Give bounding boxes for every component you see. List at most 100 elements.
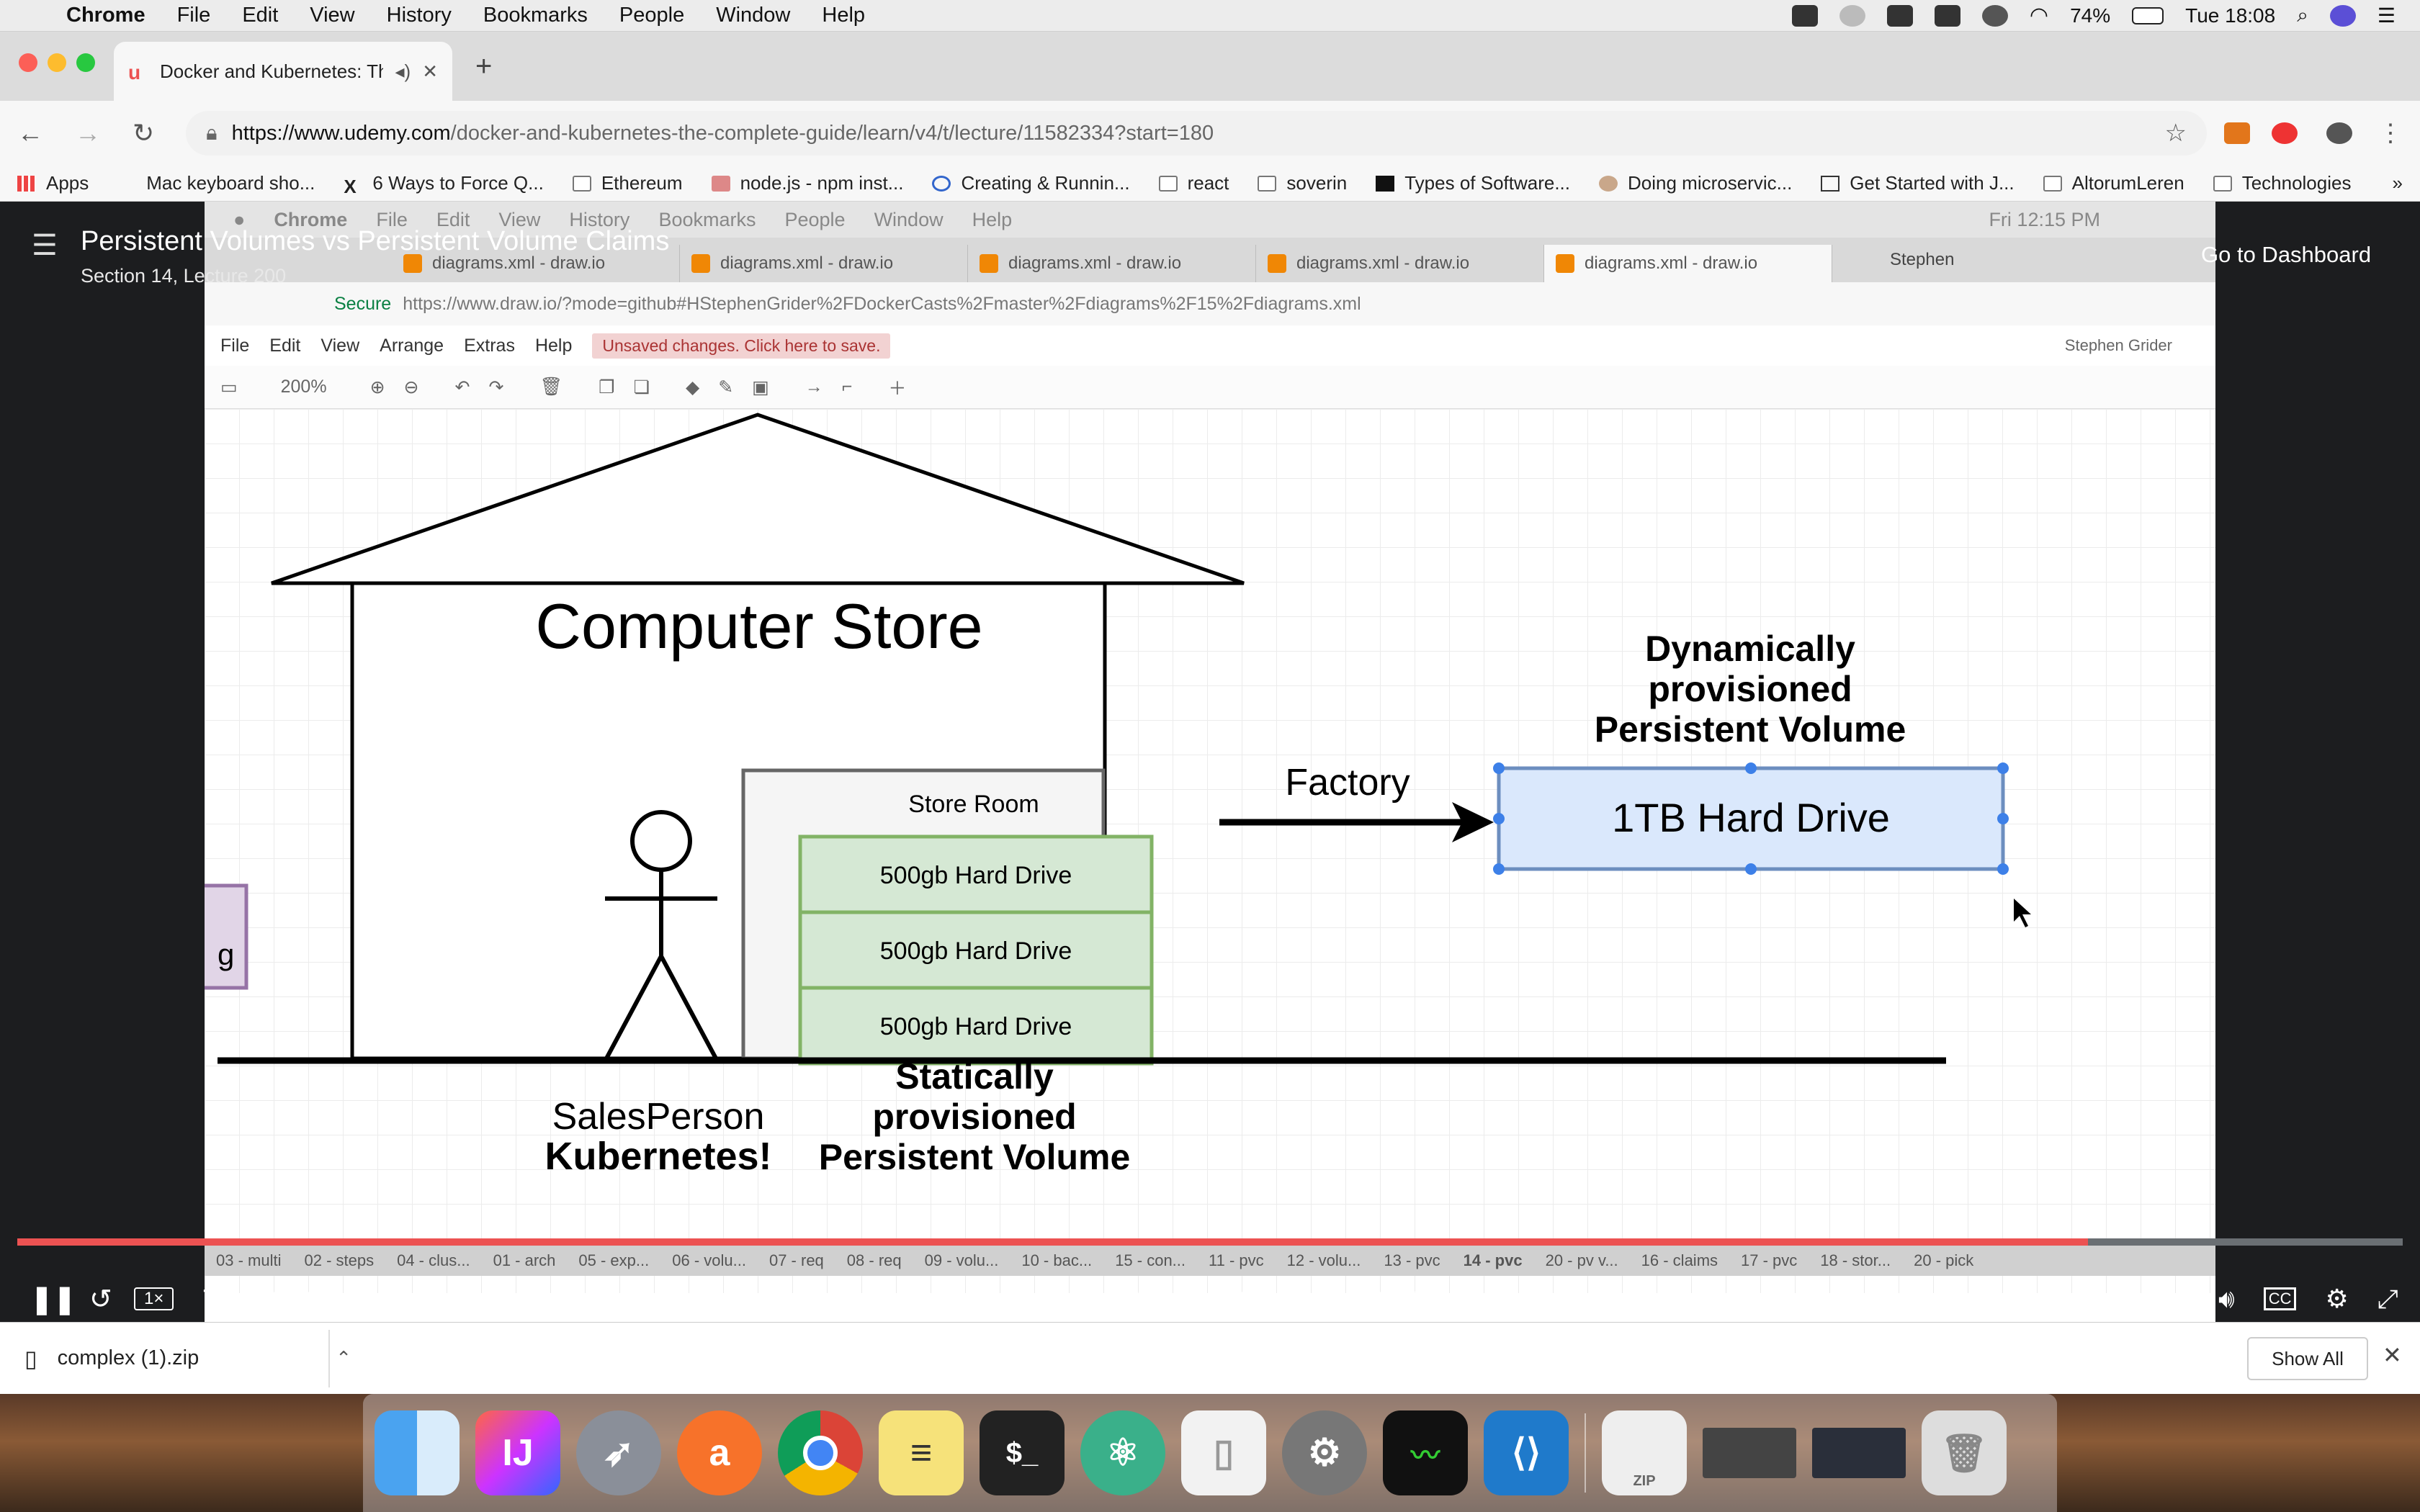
- avast-icon[interactable]: a: [677, 1410, 762, 1495]
- bookmark-folder[interactable]: react: [1158, 172, 1229, 194]
- menu-bookmarks[interactable]: Bookmarks: [483, 4, 588, 27]
- minimize-window-button[interactable]: [48, 53, 66, 72]
- bookmark-item[interactable]: Mac keyboard sho...: [117, 172, 315, 194]
- go-to-dashboard-link[interactable]: Go to Dashboard: [2201, 242, 2372, 267]
- forward-button[interactable]: ↻: [202, 1284, 225, 1315]
- captions-icon[interactable]: CC: [2263, 1287, 2297, 1310]
- intellij-icon[interactable]: IJ: [475, 1410, 560, 1495]
- forward-button[interactable]: →: [75, 118, 101, 148]
- playback-speed-button[interactable]: 1×: [134, 1287, 174, 1310]
- video-menu-item: History: [569, 208, 630, 230]
- spotlight-icon[interactable]: ⌕: [2297, 4, 2308, 26]
- bookmark-star-icon[interactable]: ☆: [2164, 120, 2187, 147]
- battery-icon[interactable]: [2132, 6, 2164, 24]
- menu-edit[interactable]: Edit: [242, 4, 279, 27]
- menu-view[interactable]: View: [310, 4, 355, 27]
- pause-button[interactable]: ❚❚: [30, 1284, 76, 1315]
- settings-gear-icon[interactable]: ⚙: [2325, 1284, 2349, 1313]
- bookmark-item[interactable]: Get Started with J...: [1821, 172, 2015, 194]
- menu-people[interactable]: People: [619, 4, 685, 27]
- bookmark-item[interactable]: Creating & Runnin...: [932, 172, 1130, 194]
- bookmark-folder[interactable]: AltorumLeren: [2043, 172, 2184, 194]
- close-window-button[interactable]: [19, 53, 37, 72]
- tab-close-icon[interactable]: ✕: [422, 60, 438, 82]
- time-machine-icon[interactable]: [1981, 4, 2008, 27]
- new-tab-button[interactable]: +: [475, 50, 493, 82]
- video-frame[interactable]: ● Chrome File Edit View History Bookmark…: [205, 202, 2215, 1322]
- download-filename[interactable]: complex (1).zip: [57, 1346, 200, 1369]
- bookmarks-overflow-icon[interactable]: »: [2392, 172, 2403, 194]
- bookmark-folder[interactable]: Technologies: [2213, 172, 2352, 194]
- siri-icon[interactable]: [2329, 4, 2356, 27]
- launchpad-icon[interactable]: ➶: [576, 1410, 661, 1495]
- reload-button[interactable]: ↻: [133, 118, 155, 148]
- dynamic-label-3: Persistent Volume: [1595, 709, 1906, 750]
- bookmark-label: Technologies: [2241, 172, 2352, 194]
- text-document-icon[interactable]: ▯: [1181, 1410, 1266, 1495]
- volume-icon[interactable]: 🔊︎: [2218, 1283, 2235, 1313]
- extension-icon[interactable]: [2272, 122, 2298, 144]
- terminal-icon[interactable]: $_: [980, 1410, 1065, 1495]
- sync-status-icon[interactable]: [1839, 4, 1865, 27]
- lock-icon[interactable]: 🔒︎: [206, 121, 218, 145]
- notes-icon[interactable]: ≡: [879, 1410, 964, 1495]
- metamask-extension-icon[interactable]: [2224, 122, 2250, 144]
- video-secure-label: Secure: [334, 293, 392, 314]
- show-all-button[interactable]: Show All: [2247, 1337, 2368, 1380]
- activity-monitor-icon[interactable]: 〰: [1383, 1410, 1468, 1495]
- menu-help[interactable]: Help: [822, 4, 866, 27]
- back-button[interactable]: ←: [17, 118, 43, 148]
- bookmark-folder[interactable]: soverin: [1258, 172, 1347, 194]
- download-menu-chevron-icon[interactable]: ⌃: [336, 1347, 352, 1369]
- bookmark-apps[interactable]: Apps: [17, 172, 89, 194]
- url-path: /docker-and-kubernetes-the-complete-guid…: [450, 121, 1214, 145]
- bolt-status-icon[interactable]: [1934, 4, 1960, 27]
- zip-file-icon[interactable]: ZIP: [1602, 1410, 1687, 1495]
- notification-center-icon[interactable]: ☰: [2377, 4, 2396, 27]
- folder-icon: [572, 175, 591, 192]
- atom-icon[interactable]: ⚛: [1080, 1410, 1165, 1495]
- chrome-menu-icon[interactable]: ⋮: [2378, 120, 2403, 147]
- skip-next-icon: ▸|: [2151, 1287, 2172, 1310]
- bookmark-folder[interactable]: Ethereum: [572, 172, 683, 194]
- strip-item: 04 - clus...: [397, 1251, 470, 1269]
- transcript-button[interactable]: ▤ Transcript: [942, 1288, 1052, 1310]
- progress-fill[interactable]: [17, 1238, 2088, 1246]
- active-tab[interactable]: u Docker and Kubernetes: Th ◂) ✕: [114, 42, 452, 101]
- drawio-menu-item: View: [321, 335, 360, 356]
- menu-file[interactable]: File: [176, 4, 211, 27]
- zoom-window-button[interactable]: [76, 53, 95, 72]
- menu-app[interactable]: Chrome: [66, 4, 145, 27]
- system-preferences-icon[interactable]: ⚙: [1282, 1410, 1367, 1495]
- docker-status-icon[interactable]: [1791, 4, 1818, 27]
- trash-icon[interactable]: 🗑︎: [1922, 1410, 2007, 1495]
- window-thumbnail-1[interactable]: [1703, 1428, 1796, 1478]
- display-status-icon[interactable]: [1886, 4, 1913, 27]
- continue-button[interactable]: Continue ▸|: [2073, 1288, 2171, 1310]
- drawio-favicon-icon: [1268, 254, 1286, 273]
- video-macos-menubar: ● Chrome File Edit View History Bookmark…: [205, 202, 2215, 238]
- curriculum-list-icon[interactable]: ☰: [32, 230, 58, 261]
- clock[interactable]: Tue 18:08: [2185, 4, 2276, 27]
- browse-qa-button[interactable]: ? Browse Q&A: [1121, 1288, 1248, 1310]
- vscode-icon[interactable]: ⟨⟩: [1484, 1410, 1569, 1495]
- tab-audio-icon[interactable]: ◂): [395, 60, 411, 82]
- menu-window[interactable]: Window: [716, 4, 791, 27]
- chrome-icon[interactable]: [778, 1410, 863, 1495]
- bookmark-item[interactable]: Types of Software...: [1376, 172, 1570, 194]
- close-download-bar-icon[interactable]: ✕: [2383, 1342, 2402, 1368]
- profile-avatar[interactable]: [2326, 122, 2352, 144]
- menu-history[interactable]: History: [386, 4, 452, 27]
- add-bookmark-button[interactable]: ▮ Add Bookmark: [1322, 1288, 1465, 1310]
- window-thumbnail-2[interactable]: [1812, 1428, 1906, 1478]
- bookmark-item[interactable]: Doing microservic...: [1599, 172, 1792, 194]
- address-bar[interactable]: 🔒︎ https://www.udemy.com /docker-and-kub…: [186, 111, 2207, 156]
- rewind-button[interactable]: ↺: [89, 1284, 112, 1315]
- bookmark-item[interactable]: node.js - npm inst...: [711, 172, 903, 194]
- wifi-icon[interactable]: ◠: [2029, 4, 2049, 27]
- macos-menubar: Chrome File Edit View History Bookmarks …: [0, 0, 2420, 32]
- finder-icon[interactable]: [375, 1410, 460, 1495]
- fullscreen-icon[interactable]: ⤢: [2377, 1283, 2398, 1313]
- redo-icon: ↷: [488, 377, 504, 397]
